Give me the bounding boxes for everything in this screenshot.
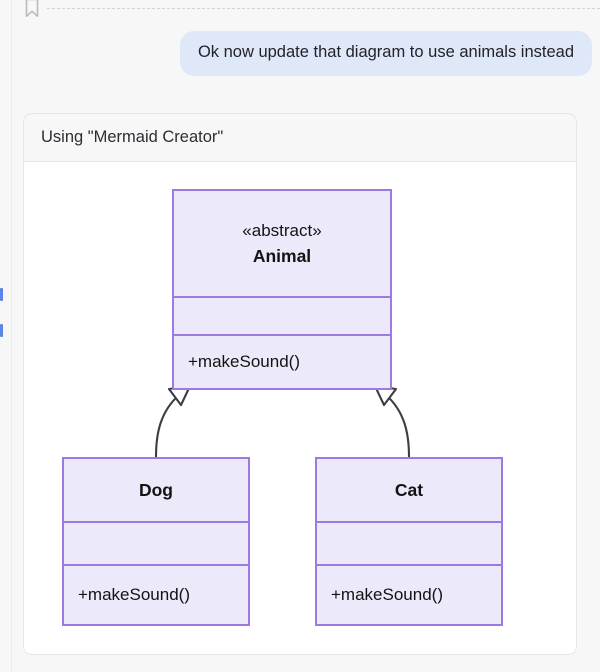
uml-class-header-cat: Cat [317,459,501,521]
uml-method: +makeSound() [331,585,443,604]
bookmark-row [0,0,600,22]
user-message-bubble[interactable]: Ok now update that diagram to use animal… [179,31,592,76]
uml-separator [317,521,501,523]
uml-methods-cat: +makeSound() [317,566,501,624]
uml-separator [64,521,248,523]
uml-separator [317,564,501,566]
uml-class-diagram: «abstract» Animal +makeSound() Dog [24,162,576,654]
uml-class-dog[interactable]: Dog +makeSound() [62,457,250,626]
uml-stereotype: «abstract» [242,220,322,240]
rail-marker[interactable] [0,324,3,337]
uml-methods-dog: +makeSound() [64,566,248,624]
uml-class-header-dog: Dog [64,459,248,521]
rail-marker[interactable] [0,288,3,301]
uml-methods-animal: +makeSound() [174,336,390,388]
uml-separator [64,564,248,566]
uml-class-name: Cat [394,479,424,500]
bookmark-icon[interactable] [24,0,40,19]
uml-class-header-animal: «abstract» Animal [174,191,390,296]
uml-attributes-cat [317,523,501,564]
left-rail-markers [0,0,4,672]
uml-method: +makeSound() [78,585,190,604]
uml-class-name: Animal [252,245,312,266]
tool-use-card-header[interactable]: Using "Mermaid Creator" [24,114,576,162]
uml-class-cat[interactable]: Cat +makeSound() [315,457,503,626]
uml-method: +makeSound() [188,352,300,371]
uml-separator [174,296,390,298]
uml-class-name: Dog [138,479,174,500]
uml-separator [174,334,390,336]
user-message-row: Ok now update that diagram to use animal… [0,31,592,76]
conversation-divider [47,8,600,9]
tool-use-title: Using "Mermaid Creator" [41,128,224,146]
tool-use-card: Using "Mermaid Creator" «abstract» Anima… [23,113,577,655]
uml-class-animal[interactable]: «abstract» Animal +makeSound() [172,189,392,390]
left-gutter-divider [11,0,12,672]
uml-attributes-dog [64,523,248,564]
uml-attributes-animal [174,298,390,334]
tool-use-card-body: «abstract» Animal +makeSound() Dog [24,162,576,654]
